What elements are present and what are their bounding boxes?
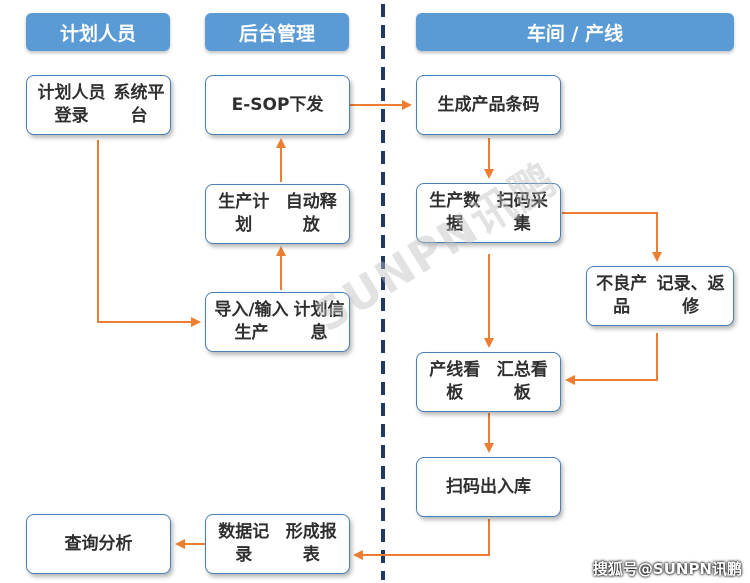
header-backend: 后台管理 bbox=[205, 13, 349, 51]
arrow-login-to-import bbox=[97, 140, 201, 327]
header-planner: 计划人员 bbox=[26, 13, 170, 51]
node-line: 生产数据 bbox=[429, 191, 481, 234]
node-plan-release: 生产计划 自动释放 bbox=[205, 184, 350, 244]
node-query: 查询分析 bbox=[26, 514, 171, 574]
node-line: 生产计划 bbox=[218, 192, 270, 235]
node-line: 汇总看板 bbox=[496, 360, 548, 403]
node-line: 扫码采集 bbox=[496, 191, 548, 234]
source-credit: 搜狐号@SUNPN讯鹏 bbox=[592, 560, 742, 578]
arrow-stock-to-report bbox=[353, 519, 490, 560]
node-line: 扫码出入库 bbox=[446, 476, 531, 497]
node-line: 数据记录 bbox=[218, 522, 270, 565]
node-line: 系统平台 bbox=[113, 83, 165, 126]
node-line: 不良产品 bbox=[596, 274, 648, 317]
node-line: 计划信息 bbox=[293, 300, 345, 343]
node-line: 形成报表 bbox=[285, 522, 337, 565]
node-line: 条码 bbox=[505, 94, 540, 115]
node-planner-login: 计划人员登录 系统平台 bbox=[26, 75, 171, 135]
node-line: 计划人员登录 bbox=[37, 83, 106, 126]
node-line: 产线看板 bbox=[429, 360, 481, 403]
node-line: E-SOP下发 bbox=[231, 94, 324, 115]
node-scan-stock: 扫码出入库 bbox=[416, 457, 561, 517]
node-scan-collect: 生产数据 扫码采集 bbox=[416, 183, 561, 243]
node-line: 记录、返修 bbox=[656, 274, 725, 317]
node-line: 查询分析 bbox=[64, 533, 133, 554]
node-defect: 不良产品 记录、返修 bbox=[586, 266, 734, 326]
header-workshop: 车间 / 产线 bbox=[416, 13, 734, 51]
node-report: 数据记录 形成报表 bbox=[205, 514, 350, 574]
node-esop: E-SOP下发 bbox=[205, 75, 350, 135]
arrow-defect-to-kanban bbox=[565, 333, 658, 385]
node-line: 生成产品 bbox=[437, 94, 506, 115]
node-gen-barcode: 生成产品 条码 bbox=[416, 75, 561, 135]
node-line: 自动释放 bbox=[285, 192, 337, 235]
arrow-collect-to-defect bbox=[562, 212, 662, 262]
node-kanban: 产线看板 汇总看板 bbox=[416, 352, 561, 412]
node-line: 导入/输入生产 bbox=[214, 300, 289, 343]
node-import-plan: 导入/输入生产 计划信息 bbox=[205, 292, 350, 352]
